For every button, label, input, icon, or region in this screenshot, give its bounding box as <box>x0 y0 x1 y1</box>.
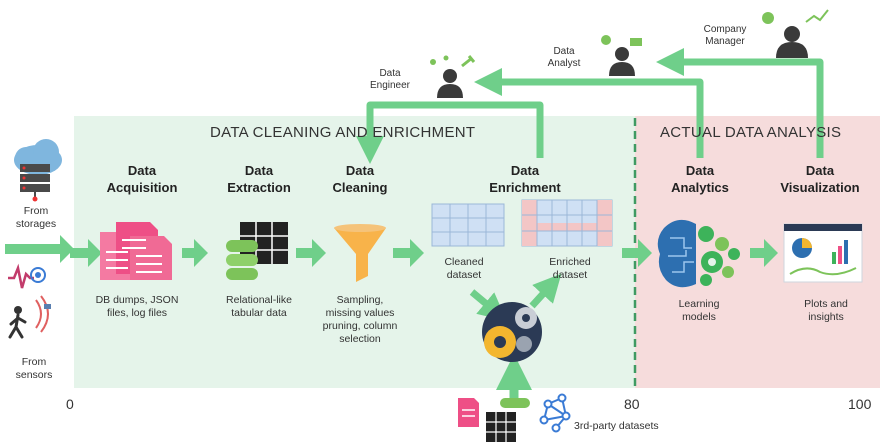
cleaned-to-gears-arrow <box>469 289 507 321</box>
cloud-storage-icon <box>14 139 62 202</box>
gears-icon <box>482 302 542 362</box>
document-stack-icon <box>100 222 172 280</box>
person-icon-engineer <box>430 55 476 98</box>
third-party-label: 3rd-party datasets <box>574 420 659 432</box>
enriched-dataset-table <box>521 199 613 247</box>
main-flow-arrows <box>5 235 778 267</box>
gears-to-enriched-arrow <box>529 273 562 309</box>
manager-loop-arrow <box>656 48 824 158</box>
analyst-loop-arrow <box>474 68 704 158</box>
funnel-icon <box>334 224 386 282</box>
axis-mid-label: 80 <box>624 396 640 412</box>
analysis-section-title: ACTUAL DATA ANALYSIS <box>660 124 842 141</box>
walking-person-icon <box>8 295 51 339</box>
thirdparty-doc-icon <box>458 398 479 427</box>
axis-start-label: 0 <box>66 396 74 412</box>
person-icon-manager <box>762 9 829 58</box>
cleaning-section-title: DATA CLEANING AND ENRICHMENT <box>210 124 476 141</box>
database-table-icon <box>226 222 288 280</box>
axis-end-label: 100 <box>848 396 872 412</box>
engineer-loop-arrow <box>356 101 544 164</box>
network-icon <box>539 393 571 433</box>
thirdparty-table-icon <box>486 398 530 442</box>
person-icon-analyst <box>601 35 642 76</box>
brain-gears-icon <box>657 219 740 288</box>
sensor-waveform-icon <box>8 263 46 289</box>
cleaned-dataset-table <box>431 203 505 247</box>
dashboard-icon <box>783 223 863 283</box>
